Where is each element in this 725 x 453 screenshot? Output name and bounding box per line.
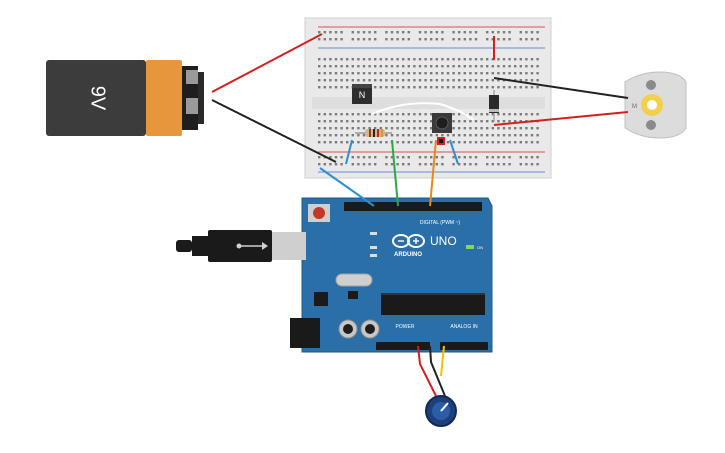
- wire-pot-black[interactable]: [429, 345, 446, 397]
- wire-blue-left[interactable]: [345, 139, 353, 165]
- wire-battery-positive[interactable]: [211, 33, 323, 93]
- wire-button-orange[interactable]: [429, 139, 437, 207]
- push-button[interactable]: [432, 113, 452, 145]
- arduino-model: UNO: [430, 234, 457, 248]
- transistor[interactable]: N: [352, 84, 372, 104]
- motor-label: M: [632, 104, 637, 110]
- wire-white[interactable]: [371, 102, 475, 121]
- wire-motor-negative[interactable]: [493, 77, 629, 99]
- dc-motor[interactable]: M: [624, 71, 687, 139]
- wire-pot-yellow[interactable]: [440, 345, 445, 377]
- wire-pot-red[interactable]: [417, 345, 437, 397]
- digital-header-label: DIGITAL (PWM ~): [420, 220, 460, 226]
- wires: [211, 33, 629, 397]
- power-header-label: POWER: [396, 324, 415, 330]
- arduino-logo-icon: [392, 234, 425, 248]
- resistor[interactable]: [355, 129, 392, 137]
- on-label: ON: [477, 245, 483, 250]
- wire-motor-positive[interactable]: [493, 111, 629, 126]
- usb-icon: [236, 242, 268, 250]
- wire-battery-negative[interactable]: [211, 99, 337, 163]
- analog-header-label: ANALOG IN: [450, 324, 478, 330]
- transistor-label: N: [359, 90, 366, 100]
- arduino-uno[interactable]: DIGITAL (PWM ~) UNO ARDUINO ON: [290, 197, 493, 353]
- potentiometer[interactable]: [425, 395, 457, 427]
- diode[interactable]: [489, 90, 499, 122]
- wire-gnd-blue[interactable]: [319, 167, 375, 207]
- battery-9v[interactable]: 9V: [46, 60, 204, 136]
- usb-cable[interactable]: [176, 230, 306, 262]
- wire-blue-right[interactable]: [449, 139, 459, 165]
- wire-signal-green[interactable]: [391, 139, 399, 207]
- arduino-brand: ARDUINO: [394, 252, 422, 258]
- breadboard[interactable]: [304, 17, 552, 348]
- battery-label: 9V: [87, 86, 109, 111]
